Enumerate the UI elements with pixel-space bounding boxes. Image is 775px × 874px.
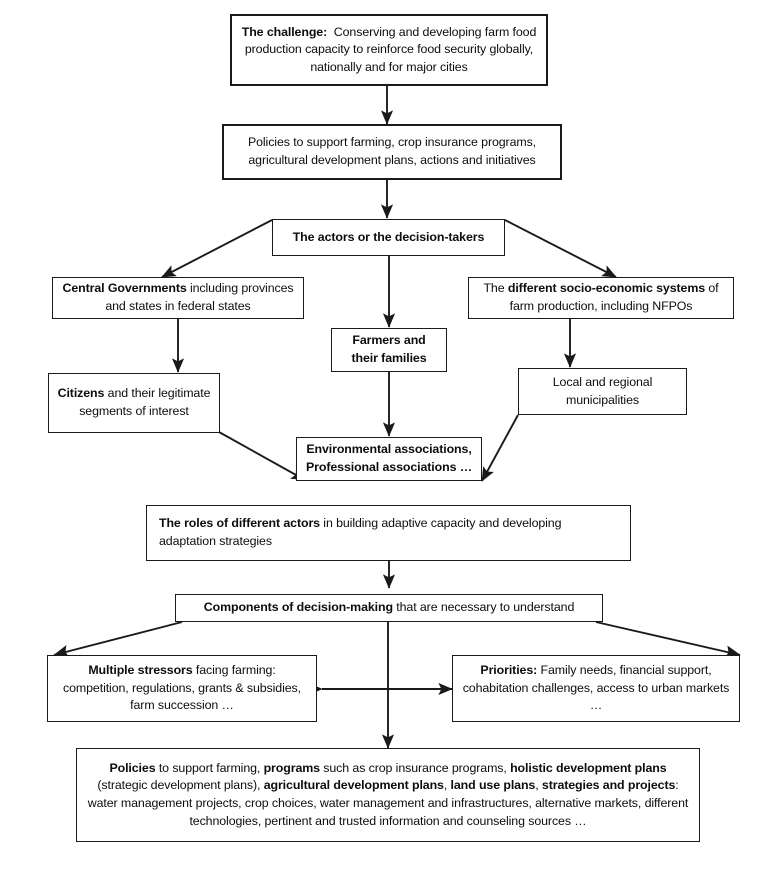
edge-municipalities-to-associations [481,414,519,482]
node-actors-label: The actors or the decision-takers [292,229,485,244]
node-actors[interactable]: The actors or the decision-takers [272,219,505,256]
edge-components-to-priorities [595,621,741,659]
node-challenge[interactable]: The challenge: Conserving and developing… [230,14,548,86]
node-components-label: Components of decision-making that are n… [203,600,575,615]
node-policies-label: Policies to support farming, crop insura… [247,135,537,167]
node-multiple-stressors[interactable]: Multiple stressors facing farming: compe… [47,655,317,722]
node-roles-label: The roles of different actors in buildin… [159,516,562,548]
edge-citizens-to-associations [218,431,306,481]
node-municipalities[interactable]: Local and regional municipalities [518,368,687,415]
node-priorities-label: Priorities: Family needs, financial supp… [462,663,730,713]
edge-actors-to-socio-economic [504,219,617,278]
node-outcomes[interactable]: Policies to support farming, programs su… [76,748,700,842]
node-challenge-label: The challenge: Conserving and developing… [241,24,537,74]
node-citizens[interactable]: Citizens and their legitimate segments o… [48,373,220,433]
node-farmers-label: Farmers and their families [351,333,427,365]
node-municipalities-label: Local and regional municipalities [552,374,653,407]
node-socio-economic-systems-label: The different socio-economic systems of … [483,281,719,313]
node-citizens-label: Citizens and their legitimate segments o… [57,386,211,418]
node-priorities[interactable]: Priorities: Family needs, financial supp… [452,655,740,722]
node-associations-label: Environmental associations, Professional… [305,442,472,474]
node-socio-economic-systems[interactable]: The different socio-economic systems of … [468,277,734,319]
edge-actors-to-central-governments [161,219,273,278]
edge-components-to-stressors [53,621,183,658]
node-multiple-stressors-label: Multiple stressors facing farming: compe… [63,663,301,713]
node-associations[interactable]: Environmental associations, Professional… [296,437,482,481]
node-farmers[interactable]: Farmers and their families [331,328,447,372]
node-central-governments-label: Central Governments including provinces … [62,281,294,313]
node-central-governments[interactable]: Central Governments including provinces … [52,277,304,319]
node-outcomes-label: Policies to support farming, programs su… [87,760,689,828]
node-components[interactable]: Components of decision-making that are n… [175,594,603,622]
node-roles[interactable]: The roles of different actors in buildin… [146,505,631,561]
node-policies[interactable]: Policies to support farming, crop insura… [222,124,562,180]
